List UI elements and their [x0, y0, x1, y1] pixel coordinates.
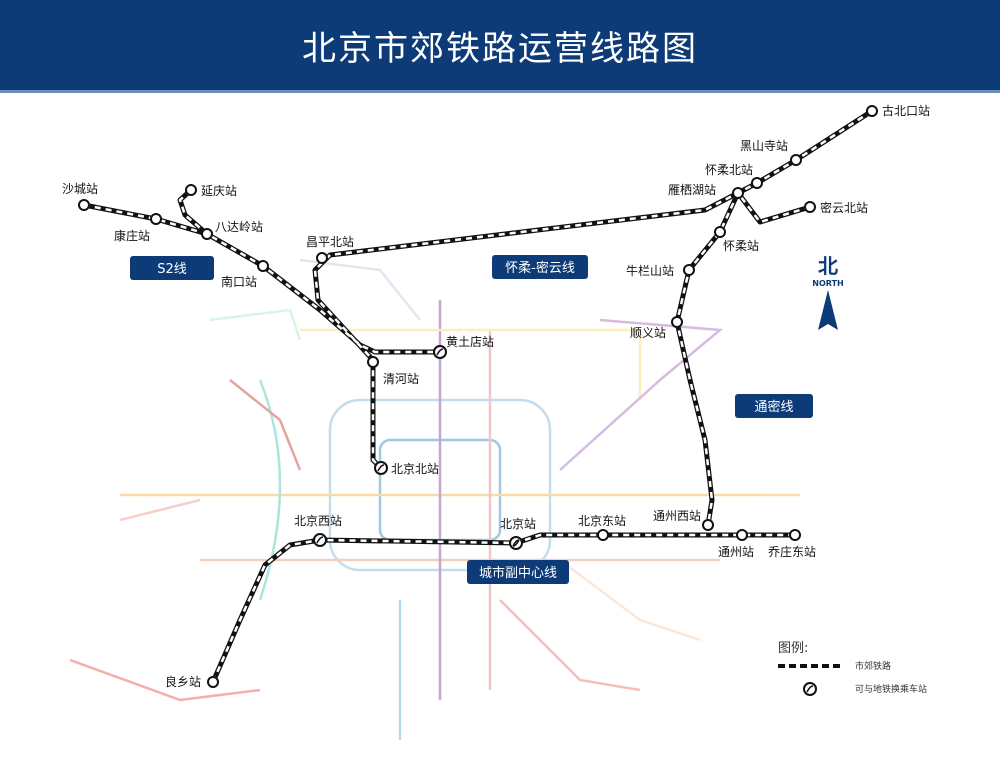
- stations: [78, 105, 878, 688]
- station-liangxiang[interactable]: [207, 676, 219, 688]
- legend-title: 图例:: [778, 641, 808, 656]
- compass-char: 北: [818, 254, 838, 278]
- label-tongzhou: 通州站: [718, 545, 754, 559]
- legend-rail-label: 市郊铁路: [855, 660, 891, 672]
- station-yanqing[interactable]: [185, 184, 197, 196]
- label-qiaozhuangdong: 乔庄东站: [768, 544, 816, 559]
- label-beijingbei: 北京北站: [391, 462, 439, 476]
- label-niulanshan: 牛栏山站: [626, 263, 674, 278]
- station-labels: 古北口站 黑山寺站 怀柔北站 雁栖湖站 密云北站 怀柔站 牛栏山站 顺义站 通州…: [62, 103, 930, 689]
- station-tongzhouxi[interactable]: [702, 519, 714, 531]
- label-huairoubei: 怀柔北站: [705, 163, 753, 177]
- station-beijingxi-interchange-icon[interactable]: [313, 533, 327, 547]
- station-beijing-interchange-icon[interactable]: [509, 536, 523, 550]
- svg-text:怀柔-密云线: 怀柔-密云线: [505, 260, 575, 276]
- station-huairoubei[interactable]: [751, 177, 763, 189]
- line-label-huairou-miyun[interactable]: 怀柔-密云线: [492, 255, 588, 279]
- station-qiaozhuangdong[interactable]: [789, 529, 801, 541]
- station-beijingdong[interactable]: [597, 529, 609, 541]
- station-shacheng[interactable]: [78, 199, 90, 211]
- interchange-icon: [803, 682, 817, 696]
- station-kangzhuang[interactable]: [150, 213, 162, 225]
- station-tongzhou[interactable]: [736, 529, 748, 541]
- label-huangtudian: 黄土店站: [446, 335, 494, 349]
- label-kangzhuang: 康庄站: [114, 228, 150, 243]
- station-nankou[interactable]: [257, 260, 269, 272]
- station-beijingbei-interchange-icon[interactable]: [374, 461, 388, 475]
- svg-text:S2线: S2线: [157, 262, 187, 277]
- station-badaling[interactable]: [201, 228, 213, 240]
- station-gubeikou[interactable]: [866, 105, 878, 117]
- station-yanqihu[interactable]: [732, 187, 744, 199]
- line-tongmi-track: [674, 191, 811, 526]
- line-label-s2[interactable]: S2线: [130, 256, 214, 280]
- label-nankou: 南口站: [221, 274, 257, 289]
- label-badaling: 八达岭站: [215, 220, 263, 234]
- label-beijing: 北京站: [500, 517, 536, 531]
- svg-text:通密线: 通密线: [754, 399, 793, 415]
- subway-network-background: [69, 258, 800, 740]
- station-shunyi[interactable]: [671, 316, 683, 328]
- line-subcenter-track: [210, 532, 795, 683]
- station-huangtudian-interchange-icon[interactable]: [433, 345, 447, 359]
- station-miyunbei[interactable]: [804, 201, 816, 213]
- label-beijingxi: 北京西站: [294, 514, 342, 528]
- svg-text:城市副中心线: 城市副中心线: [479, 565, 557, 581]
- label-heishansi: 黑山寺站: [740, 139, 788, 153]
- label-shacheng: 沙城站: [62, 182, 98, 196]
- label-miyunbei: 密云北站: [820, 200, 868, 215]
- suburban-rail-lines: [83, 108, 874, 683]
- station-huairou[interactable]: [714, 226, 726, 238]
- label-shunyi: 顺义站: [630, 326, 666, 340]
- line-label-tongmi[interactable]: 通密线: [735, 394, 813, 418]
- station-qinghe[interactable]: [367, 356, 379, 368]
- legend-interchange-label: 可与地铁换乘车站: [855, 683, 927, 695]
- station-changpingbei[interactable]: [316, 252, 328, 264]
- label-qinghe: 清河站: [383, 372, 419, 386]
- station-niulanshan[interactable]: [683, 264, 695, 276]
- map-title: 北京市郊铁路运营线路图: [302, 28, 698, 69]
- legend: 图例: 市郊铁路 可与地铁换乘车站: [778, 641, 927, 696]
- map-header: 北京市郊铁路运营线路图: [0, 0, 1000, 93]
- label-tongzhouxi: 通州西站: [653, 509, 701, 523]
- label-yanqing: 延庆站: [201, 184, 237, 198]
- line-label-subcenter[interactable]: 城市副中心线: [467, 560, 569, 584]
- compass-label: NORTH: [812, 279, 843, 288]
- interchange-stations: [313, 345, 523, 550]
- label-changpingbei: 昌平北站: [306, 235, 354, 249]
- north-arrow-icon: [818, 290, 838, 330]
- north-compass: 北 NORTH: [812, 254, 844, 330]
- label-gubeikou: 古北口站: [882, 103, 930, 118]
- label-beijingdong: 北京东站: [578, 514, 626, 528]
- label-huairou: 怀柔站: [723, 239, 759, 253]
- station-heishansi[interactable]: [790, 154, 802, 166]
- label-yanqihu: 雁栖湖站: [668, 182, 716, 197]
- label-liangxiang: 良乡站: [165, 674, 201, 689]
